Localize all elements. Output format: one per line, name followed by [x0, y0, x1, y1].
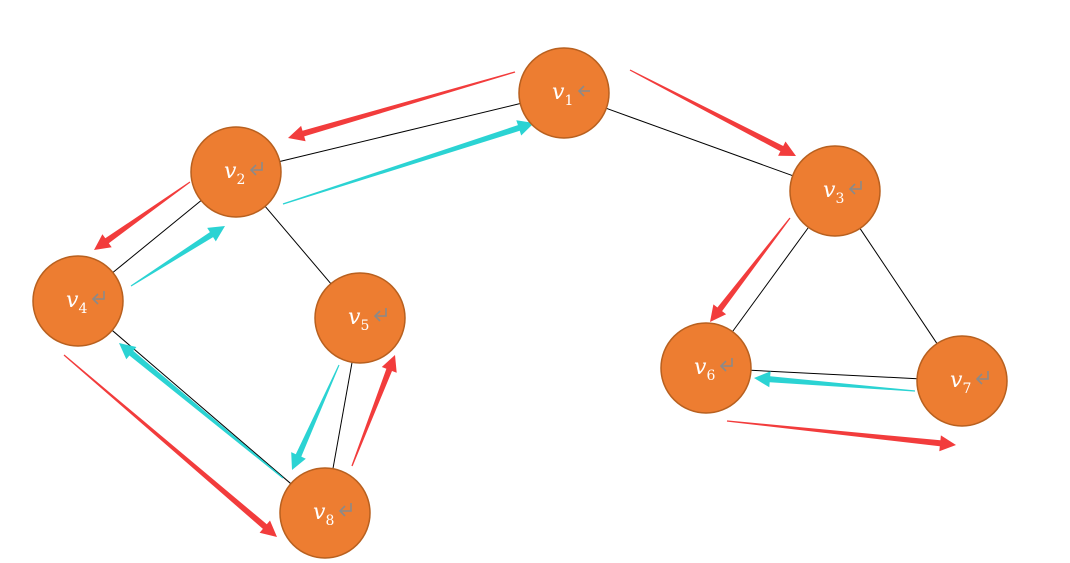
forward-arrow-v2-v4: [94, 181, 191, 250]
edge-v3-v6: [732, 227, 809, 332]
node-label: v8: [313, 500, 334, 529]
node-v8: v8: [279, 467, 371, 559]
node-circle: [190, 126, 282, 218]
backtrack-arrow-v7-v6: [754, 371, 915, 392]
edges-layer: [111, 103, 938, 485]
node-circle: [518, 47, 610, 139]
edge-v1-v3: [606, 107, 793, 177]
node-label: v6: [694, 355, 715, 384]
edge-v1-v2: [279, 103, 521, 162]
edge-v2-v4: [112, 200, 202, 273]
node-v3: v3: [789, 145, 881, 237]
edge-v2-v5: [264, 205, 332, 285]
node-label: v7: [950, 368, 971, 397]
left-arrow-mark-icon: [577, 85, 590, 97]
forward-arrow-v4-v8: [63, 354, 277, 537]
return-mark-icon: [373, 308, 387, 322]
return-mark-icon: [719, 358, 733, 372]
node-v6: v6: [660, 322, 752, 414]
edge-v4-v8: [111, 329, 292, 485]
node-v7: v7: [916, 335, 1008, 427]
forward-arrow-v6-v7: [726, 420, 956, 452]
node-circle: [660, 322, 752, 414]
node-label: v3: [823, 178, 844, 207]
node-v5: v5: [314, 272, 406, 364]
node-circle: [279, 467, 371, 559]
backtrack-arrow-v2-v1: [282, 120, 534, 205]
return-mark-icon: [91, 291, 105, 305]
node-label: v4: [66, 288, 87, 317]
node-circle: [916, 335, 1008, 427]
backtrack-arrow-v5-v8: [291, 364, 340, 470]
node-circle: [32, 255, 124, 347]
edge-v5-v8: [332, 362, 353, 469]
backtrack-arrow-v8-v4: [119, 343, 284, 479]
nodes-layer: v1 v2 v3 v4 v5 v6 v7 v8: [32, 47, 1008, 559]
node-label: v2: [224, 159, 245, 188]
return-mark-icon: [338, 503, 352, 517]
traversal-arrows-layer: [63, 69, 956, 537]
node-circle: [789, 145, 881, 237]
return-mark-icon: [249, 162, 263, 176]
return-mark-icon: [848, 181, 862, 195]
node-label: v5: [348, 305, 369, 334]
forward-arrow-v3-v6: [710, 217, 791, 322]
forward-arrow-v8-v5: [351, 355, 397, 467]
forward-arrow-v1-v3: [629, 69, 796, 156]
node-v2: v2: [190, 126, 282, 218]
forward-arrow-v1-v2: [288, 71, 516, 142]
edge-v3-v7: [859, 228, 938, 344]
edge-v6-v7: [750, 369, 918, 380]
backtrack-arrow-v4-v2: [130, 226, 225, 287]
return-mark-icon: [975, 371, 989, 385]
node-v4: v4: [32, 255, 124, 347]
node-v1: v1: [518, 47, 610, 139]
node-circle: [314, 272, 406, 364]
node-label: v1: [552, 80, 573, 109]
